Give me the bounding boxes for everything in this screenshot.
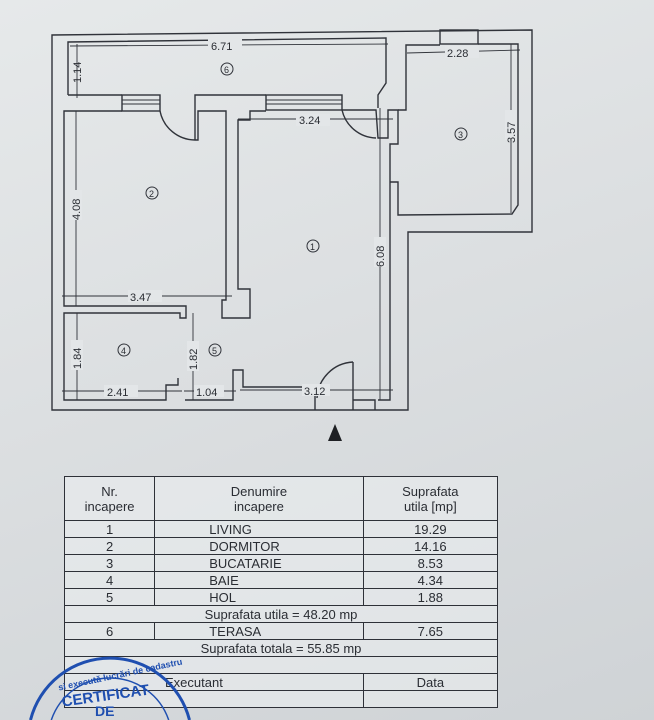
dim-hall-width: 1.04 [196, 387, 217, 399]
kitchen-window [439, 29, 479, 45]
room-number-1: 1 [306, 239, 320, 253]
dim-terrace-width: 1.14 [72, 62, 84, 83]
signature-blank-row [64, 690, 499, 708]
entrance-arrow-icon [328, 424, 342, 441]
room-number-2: 2 [145, 186, 159, 200]
partition [195, 110, 266, 319]
dim-kitchen-length: 3.57 [506, 122, 518, 143]
bedroom-door [159, 110, 196, 141]
room-number-3: 3 [454, 127, 468, 141]
grand-total-row: Suprafata totala = 55.85 mp [64, 639, 498, 657]
bedroom-wall [63, 110, 187, 401]
dim-hall-height: 1.82 [188, 349, 200, 370]
svg-text:2: 2 [149, 189, 154, 199]
terrace-wall [67, 37, 387, 108]
living-window [265, 94, 343, 111]
certification-stamp: si execută lucrări de cadastru CERTIFICA… [29, 656, 191, 720]
svg-text:1: 1 [310, 242, 315, 252]
room-number-6: 6 [220, 62, 234, 76]
dim-kitchen-width: 2.28 [447, 48, 468, 60]
kitchen-wall [398, 44, 440, 111]
dim-bedroom-width: 3.47 [130, 292, 151, 304]
room-number-5: 5 [208, 343, 222, 357]
svg-text:5: 5 [212, 346, 217, 356]
room-number-4: 4 [117, 343, 131, 357]
svg-text:4: 4 [121, 346, 126, 356]
bedroom-wall-right [194, 94, 266, 140]
svg-text:3: 3 [458, 130, 463, 140]
dim-entrance-width: 3.12 [304, 386, 325, 398]
living-door [341, 109, 377, 139]
useful-total-row: Suprafata utila = 48.20 mp [64, 605, 498, 623]
dim-living-width: 3.24 [299, 115, 320, 127]
svg-text:DE: DE [95, 703, 114, 719]
living-wall [342, 109, 399, 401]
dim-terrace-length: 6.71 [211, 41, 232, 53]
outer-wall [51, 29, 533, 411]
svg-text:6: 6 [224, 65, 229, 75]
kitchen-wall [390, 43, 519, 216]
floor-plan: 6.71 1.14 2.28 3.57 3.24 6.08 4.08 3.47 … [51, 29, 533, 441]
header-nr: Nr.incapere [63, 476, 156, 521]
dim-bath-height: 1.84 [72, 348, 84, 369]
bedroom-window [121, 94, 161, 112]
dim-living-length: 6.08 [375, 246, 387, 267]
dim-bedroom-length: 4.08 [71, 199, 83, 220]
dim-bath-width: 2.41 [107, 387, 128, 399]
